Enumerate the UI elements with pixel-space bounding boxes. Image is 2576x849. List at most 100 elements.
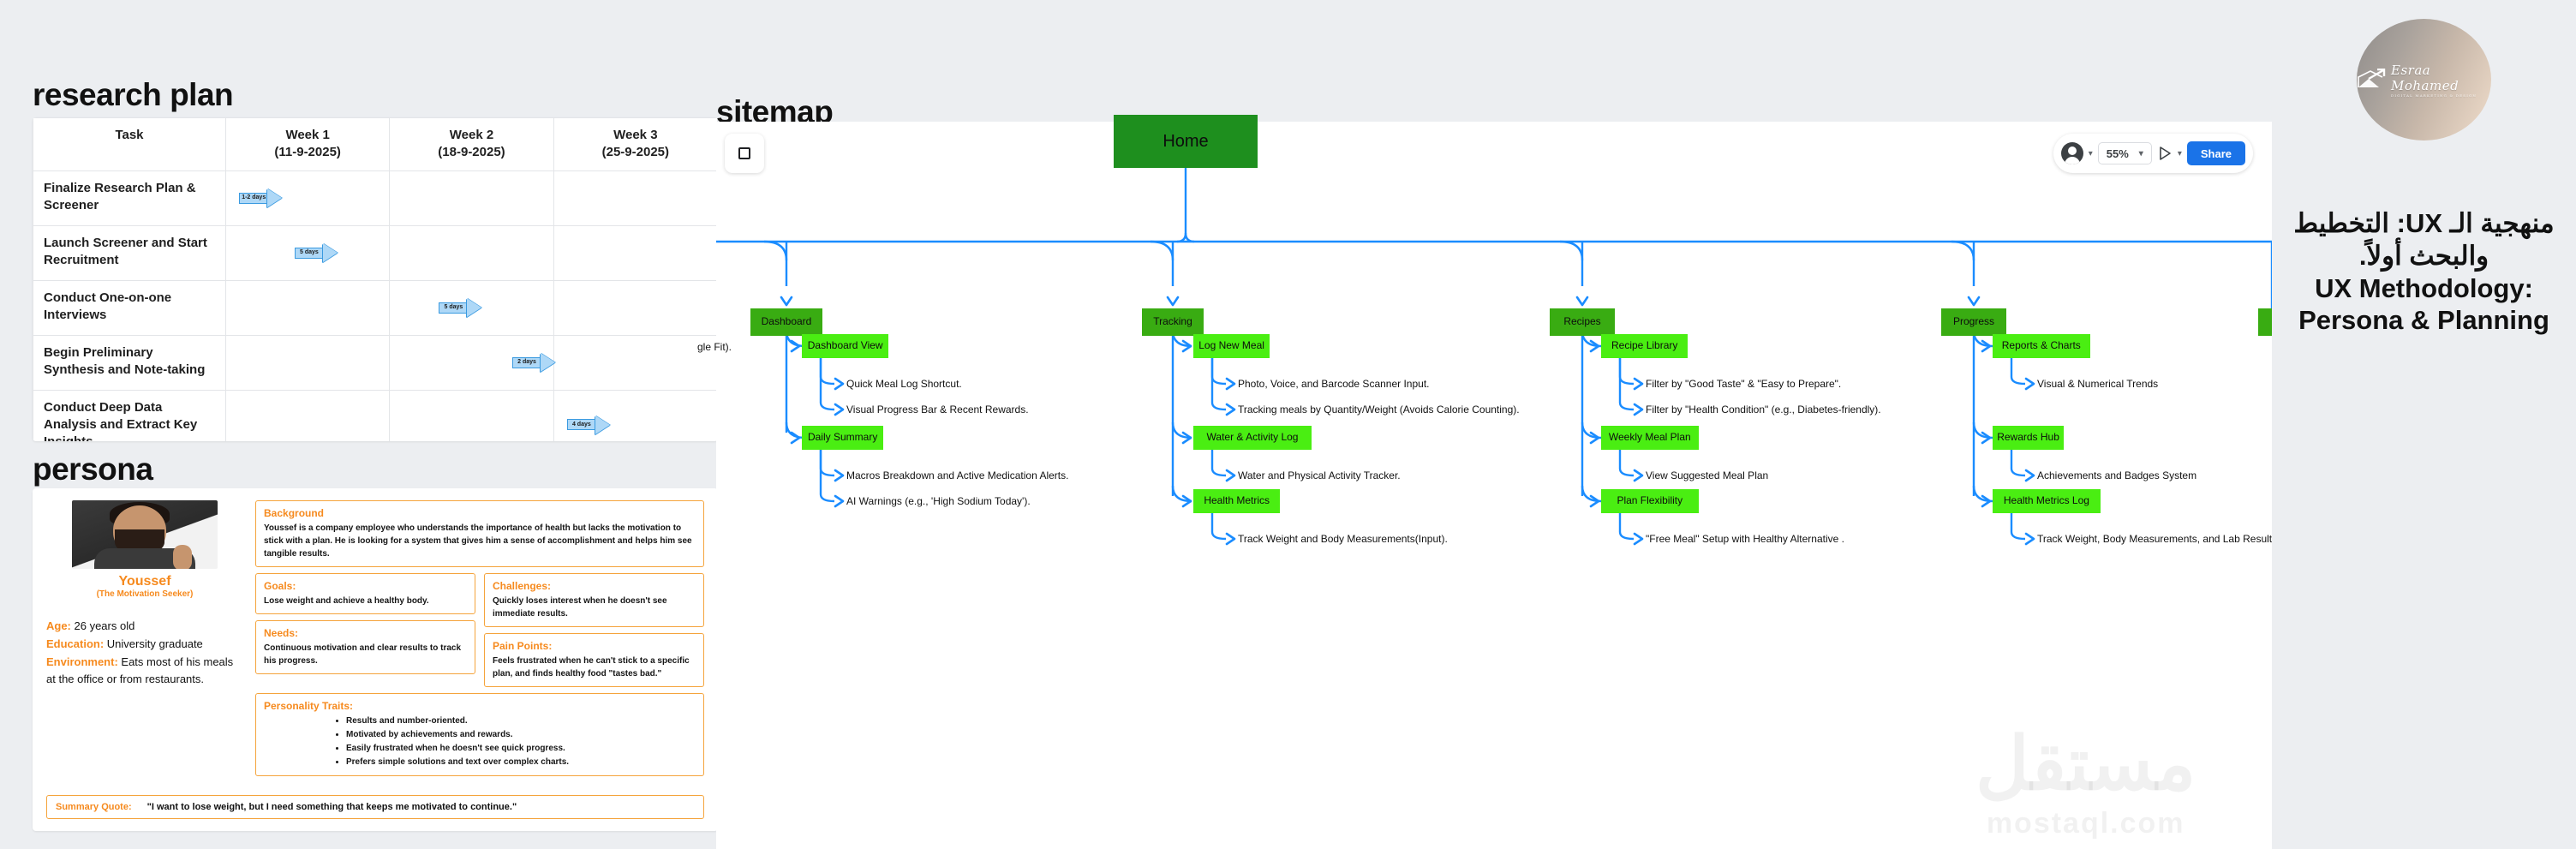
connector-arrowhead — [1166, 296, 1180, 307]
challenges-heading: Challenges: — [493, 580, 552, 592]
needs-heading: Needs: — [264, 627, 299, 639]
needs-text: Continuous motivation and clear results … — [264, 643, 462, 666]
sitemap-node-reports-charts[interactable]: Reports & Charts — [1993, 334, 2090, 358]
connector-line — [1951, 240, 1975, 261]
connector-line — [2010, 450, 2026, 477]
poster-heading-arabic: منهجية الـ UX: التخطيط والبحث أولاً. — [2293, 208, 2555, 271]
persona-needs-box: Needs: Continuous motivation and clear r… — [255, 620, 475, 674]
week-1-cell: 5 days — [224, 224, 391, 281]
share-button[interactable]: Share — [2186, 141, 2245, 165]
sitemap-leaf: Achievements and Badges System — [2037, 469, 2197, 481]
chevron-down-icon-avatar[interactable]: ▾ — [2088, 148, 2093, 158]
summary-quote-label: Summary Quote: — [56, 802, 132, 812]
week-3-cell: 4 days — [553, 389, 718, 441]
gantt-bar: 4 days — [566, 415, 610, 434]
goals-heading: Goals: — [264, 580, 296, 592]
task-cell: Conduct Deep Data Analysis and Extract K… — [33, 389, 226, 441]
sitemap-node-dashboard[interactable]: Dashboard — [750, 308, 822, 336]
zoom-level-value: 55% — [2106, 146, 2129, 160]
poster-heading-english: UX Methodology: Persona & Planning — [2298, 272, 2549, 336]
present-play-icon[interactable] — [2157, 146, 2173, 161]
connector-arrowhead — [2024, 469, 2035, 482]
sitemap-node-health-metrics[interactable]: Health Metrics — [1193, 489, 1281, 513]
brand-logo: Esraa Mohamed DIGITAL MARKETING & DESIGN — [2357, 19, 2491, 141]
connector-arrowhead — [834, 494, 845, 508]
col-header-week3: Week 3 (25-9-2025) — [553, 117, 718, 171]
sitemap-leaf: Filter by "Health Condition" (e.g., Diab… — [1646, 404, 1881, 416]
persona-summary-quote: Summary Quote: "I want to lose weight, b… — [46, 795, 704, 819]
chevron-down-icon-present[interactable]: ▾ — [2177, 148, 2182, 158]
brand-signature: Esraa Mohamed DIGITAL MARKETING & DESIGN — [2391, 63, 2491, 98]
week-2-cell: 5 days — [389, 279, 554, 336]
gantt-bar: 5 days — [439, 298, 482, 317]
sitemap-node-recipes[interactable]: Recipes — [1550, 308, 1615, 336]
col-header-task: Task — [33, 117, 226, 171]
sitemap-connectors — [716, 168, 2272, 546]
sitemap-node-log-new-meal[interactable]: Log New Meal — [1193, 334, 1270, 358]
connector-arrowhead — [1181, 431, 1192, 445]
trait-item: Results and number-oriented. — [346, 714, 696, 727]
connector-line — [819, 450, 835, 503]
chevron-down-icon-zoom[interactable]: ▾ — [2138, 148, 2143, 158]
persona-fact: Age: 26 years old — [46, 618, 243, 636]
sitemap-node-home[interactable]: Home — [1114, 115, 1258, 168]
sitemap-node-dashboard-view[interactable]: Dashboard View — [802, 334, 889, 358]
sitemap-leaf: Visual & Numerical Trends — [2037, 378, 2159, 390]
summary-quote-text: "I want to lose weight, but I need somet… — [146, 802, 517, 812]
sitemap-node-progress[interactable]: Progress — [1941, 308, 2006, 336]
task-cell: Finalize Research Plan & Screener — [33, 170, 226, 226]
sitemap-leaf: Quick Meal Log Shortcut. — [846, 378, 962, 390]
pain-points-text: Feels frustrated when he can't stick to … — [493, 656, 690, 679]
sitemap-node-health-metrics-log[interactable]: Health Metrics Log — [1993, 489, 2101, 513]
sitemap-node-rewards-hub[interactable]: Rewards Hub — [1993, 426, 2065, 450]
sitemap-leaf: Visual Progress Bar & Recent Rewards. — [846, 404, 1029, 416]
sitemap-node-daily-summary[interactable]: Daily Summary — [802, 426, 884, 450]
gantt-bar-label: 5 days — [439, 302, 469, 314]
connector-arrowhead — [1225, 377, 1236, 391]
gantt-arrow-head — [267, 188, 283, 207]
avatar-thumbsup-shape — [173, 545, 192, 569]
avatar-icon[interactable] — [2060, 142, 2083, 164]
connector-line — [819, 358, 835, 386]
connector-line — [819, 450, 835, 477]
zoom-control[interactable]: 55% ▾ — [2097, 142, 2152, 164]
connector-line — [1184, 168, 1195, 243]
persona-challenges-pain-stack: Challenges: Quickly loses interest when … — [484, 573, 704, 687]
research-plan-table: Task Week 1 (11-9-2025) Week 2 (18-9-202… — [33, 117, 718, 441]
brand-name: Esraa Mohamed — [2391, 62, 2459, 93]
connector-line — [1210, 358, 1227, 411]
sitemap-node-weekly-meal-plan[interactable]: Weekly Meal Plan — [1601, 426, 1699, 450]
persona-name: Youssef — [118, 574, 171, 589]
week-1-cell: 1-2 days — [224, 170, 391, 226]
sitemap-node-plan-flexibility[interactable]: Plan Flexibility — [1601, 489, 1699, 513]
pain-points-heading: Pain Points: — [493, 640, 553, 652]
sitemap-node-tracking[interactable]: Tracking — [1142, 308, 1204, 336]
persona-card: Youssef (The Motivation Seeker) Age: 26 … — [33, 488, 718, 831]
connector-arrowhead — [1181, 494, 1192, 508]
week-3-cell — [553, 279, 718, 336]
persona-photo — [72, 500, 218, 569]
frame-tool-button[interactable] — [725, 134, 764, 173]
sitemap-node-recipe-library[interactable]: Recipe Library — [1601, 334, 1688, 358]
connector-arrowhead — [834, 403, 845, 416]
task-cell: Conduct One-on-one Interviews — [33, 279, 226, 336]
gantt-bar: 5 days — [294, 243, 338, 262]
persona-traits-box: Personality Traits: Results and number-o… — [255, 693, 704, 776]
traits-list: Results and number-oriented.Motivated by… — [346, 714, 696, 768]
connector-arrowhead — [1225, 403, 1236, 416]
week-2-cell — [389, 224, 554, 281]
table-row: Conduct Deep Data Analysis and Extract K… — [33, 389, 718, 441]
sitemap-leaf: Filter by "Good Taste" & "Easy to Prepar… — [1646, 378, 1842, 390]
connector-arrowhead — [1589, 494, 1600, 508]
table-header-row: Task Week 1 (11-9-2025) Week 2 (18-9-202… — [33, 117, 718, 171]
connector-arrowhead — [1589, 339, 1600, 353]
frame-icon — [738, 147, 750, 159]
connector-line — [763, 240, 788, 261]
connector-line — [1618, 450, 1635, 477]
connector-arrowhead — [1575, 296, 1589, 307]
sitemap-node-water-activity-log[interactable]: Water & Activity Log — [1193, 426, 1312, 450]
connector-arrowhead — [1633, 403, 1644, 416]
sitemap-leaf: Photo, Voice, and Barcode Scanner Input. — [1238, 378, 1430, 390]
gantt-arrow-head — [595, 415, 610, 434]
